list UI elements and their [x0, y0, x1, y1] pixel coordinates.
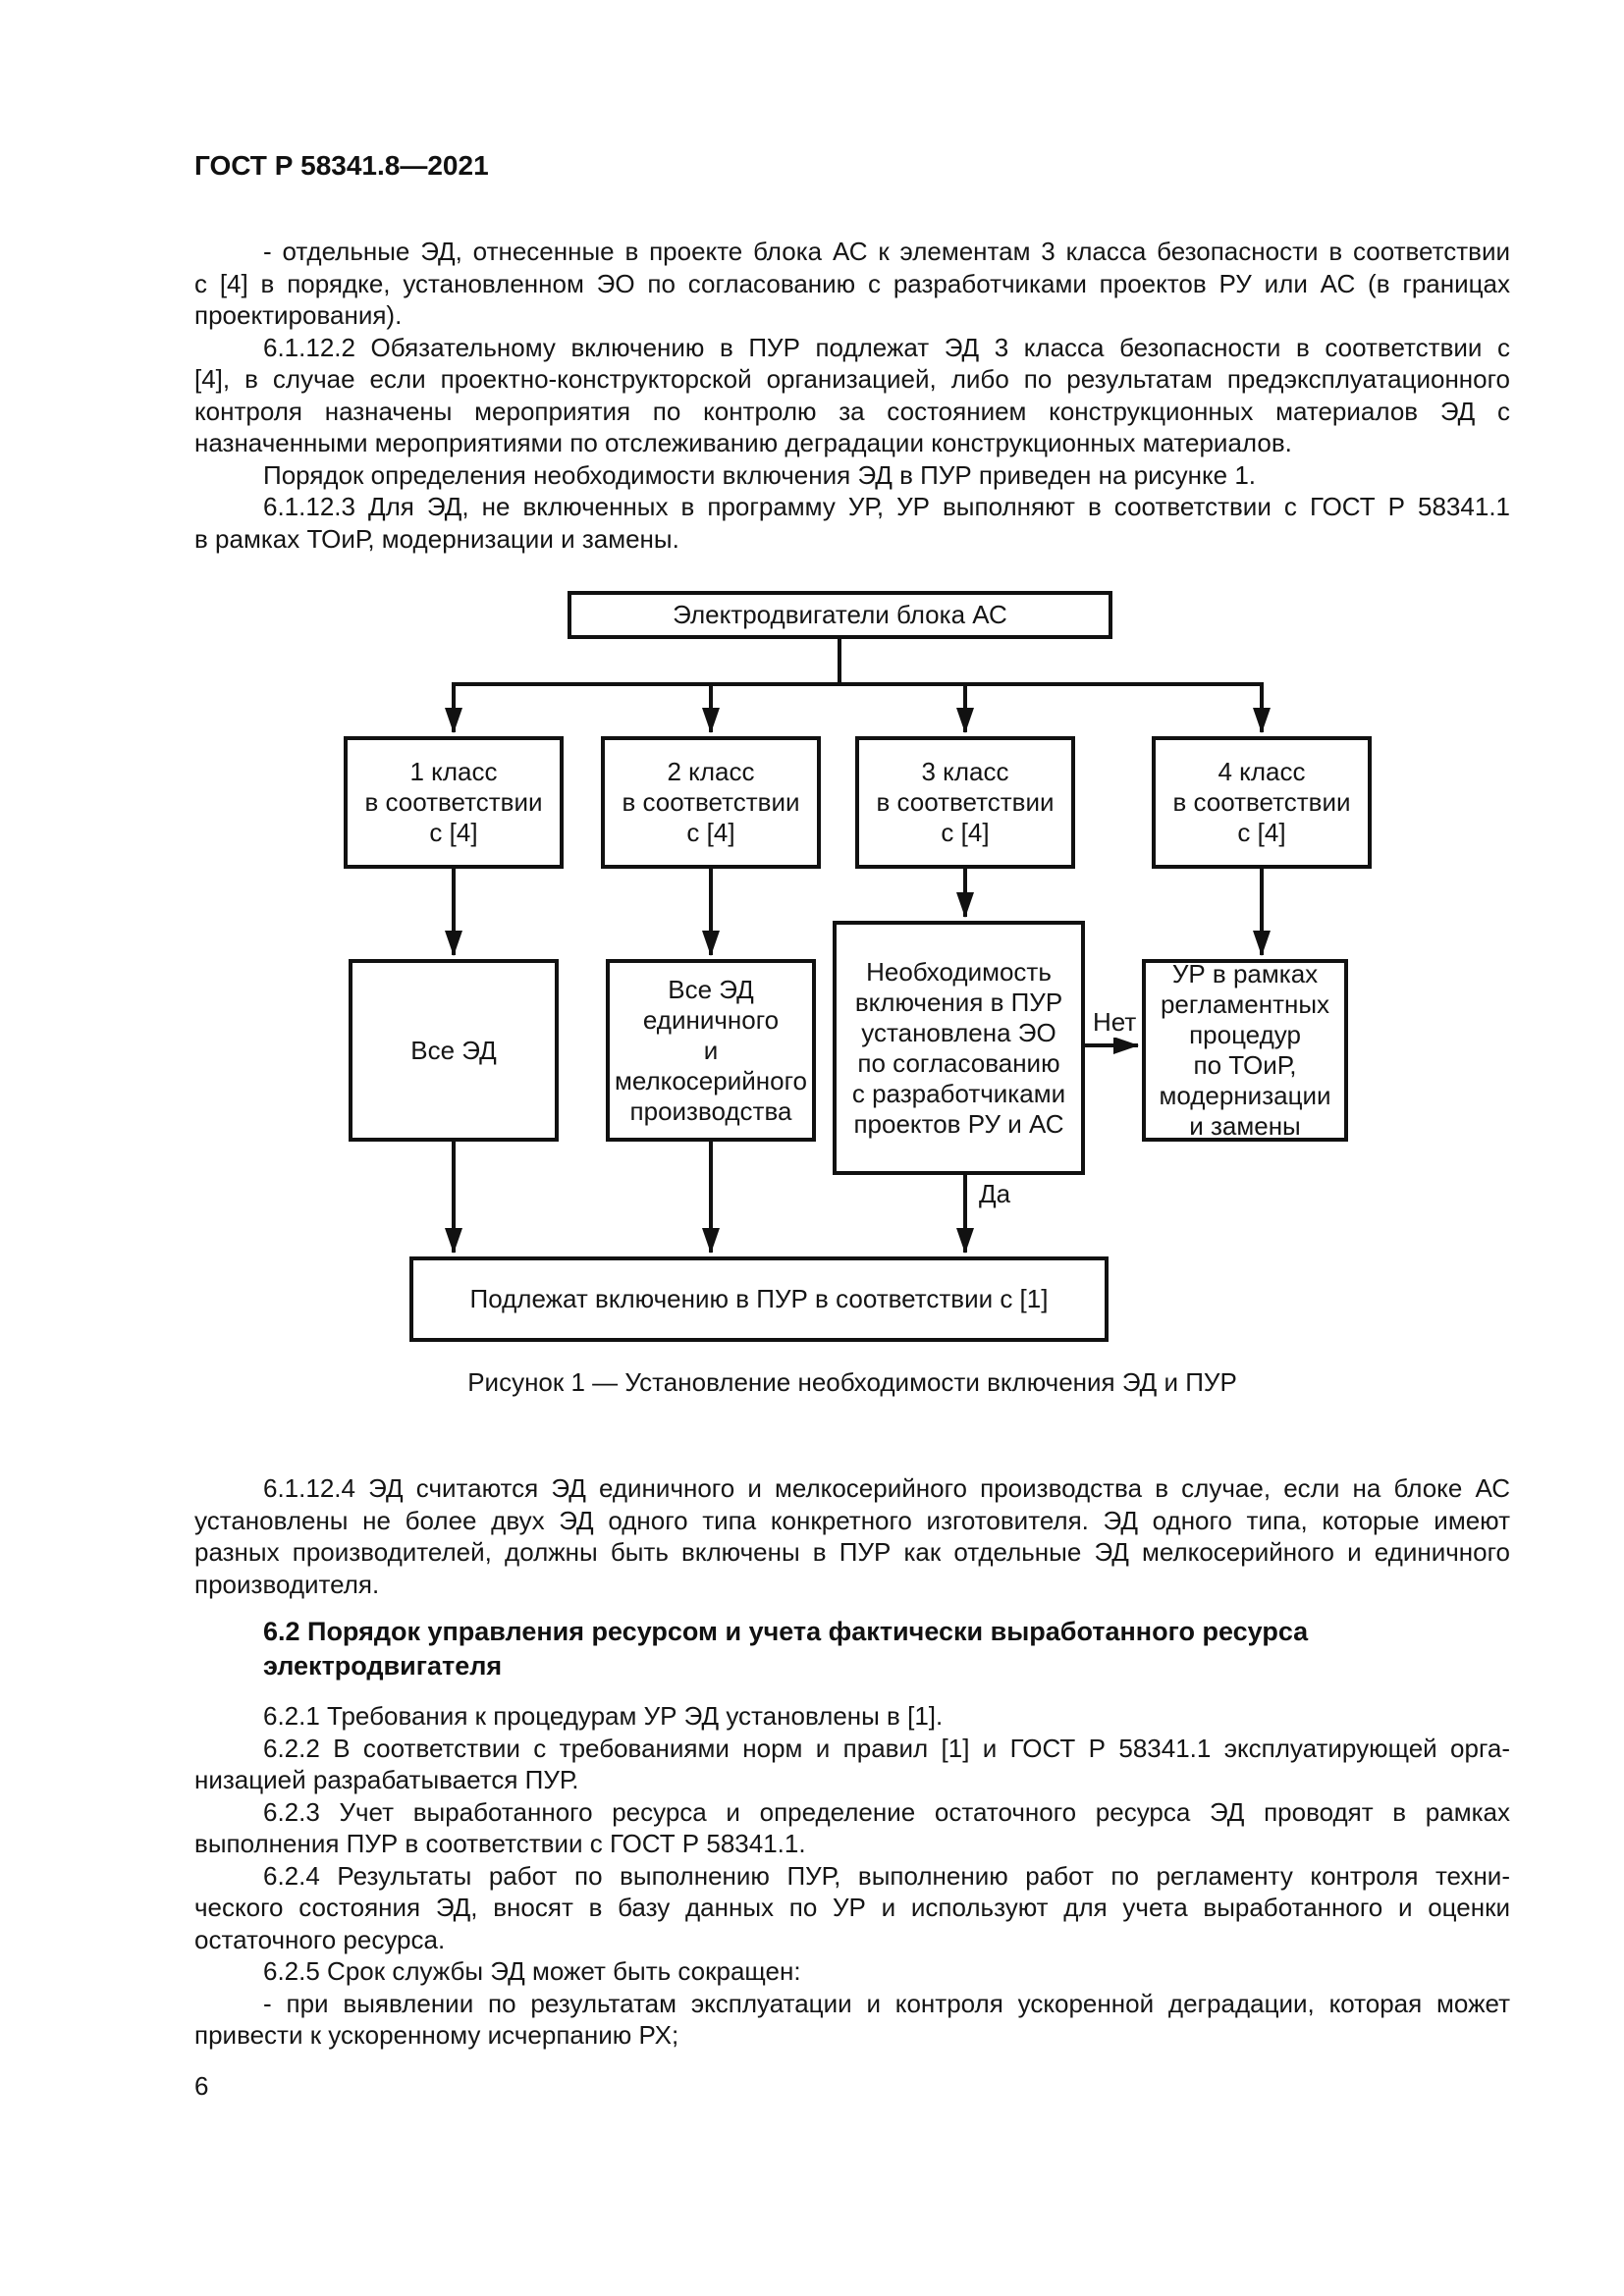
flowchart-label-no: Нет — [1093, 1007, 1137, 1038]
text-line: - отдельные ЭД, отнесенные в проекте бло… — [263, 237, 1510, 266]
text-line: 6.2.3 Учет выработанного ресурса и опред… — [263, 1796, 1510, 1827]
text-line: привести к ускоренному исчерпанию РХ; — [194, 2020, 679, 2050]
text-line: установлены не более двух ЭД одного типа… — [194, 1505, 1510, 1535]
section-heading: 6.2 Порядок управления ресурсом и учета … — [263, 1615, 1510, 1683]
section-heading-line: 6.2 Порядок управления ресурсом и учета … — [263, 1617, 1309, 1646]
text-line: разных производителей, должны быть включ… — [194, 1537, 1510, 1567]
text-line: контроля назначены мероприятия по контро… — [194, 396, 1510, 426]
flowchart-box-class-4: 4 класс в соответствии с [4] — [1152, 736, 1372, 869]
flowchart-box-motors: Электродвигатели блока АС — [568, 591, 1112, 639]
figure-caption: Рисунок 1 — Установление необходимости в… — [467, 1367, 1237, 1397]
flowchart-box-include-pur: Подлежат включению в ПУР в соответствии … — [409, 1256, 1109, 1342]
text-line: остаточного ресурса. — [194, 1924, 446, 1954]
section-heading-line: электродвигателя — [263, 1651, 503, 1681]
text-line: 6.1.12.3 Для ЭД, не включенных в програм… — [263, 492, 1510, 521]
text-line: 6.1.12.4 ЭД считаются ЭД единичного и ме… — [263, 1473, 1510, 1503]
standard-code: ГОСТ Р 58341.8—2021 — [194, 150, 489, 181]
flowchart-box-class-2: 2 класс в соответствии с [4] — [601, 736, 821, 869]
text-line: 6.1.12.2 Обязательному включению в ПУР п… — [263, 332, 1510, 362]
text-line: назначенными мероприятиями по отслеживан… — [194, 428, 1292, 457]
text-line: [4], в случае если проектно-конструкторс… — [194, 364, 1510, 394]
paragraph-block-1: - отдельные ЭД, отнесенные в проекте бло… — [194, 236, 1510, 555]
flowchart-box-ur-toir: УР в рамках регламентных процедур по ТОи… — [1142, 959, 1348, 1142]
flowchart-box-class-1: 1 класс в соответствии с [4] — [344, 736, 564, 869]
text-line: производителя. — [194, 1569, 380, 1599]
flowchart-box-all-motors: Все ЭД — [349, 959, 559, 1142]
flowchart-box-need-decision: Необходимость включения в ПУР установлен… — [833, 921, 1085, 1175]
text-line: Порядок определения необходимости включе… — [263, 459, 1257, 490]
text-line: проектирования). — [194, 300, 403, 330]
flowchart-label-yes: Да — [979, 1179, 1011, 1209]
flowchart-box-small-batch: Все ЭД единичного и мелкосерийного произ… — [606, 959, 816, 1142]
paragraph-block-2: 6.1.12.4 ЭД считаются ЭД единичного и ме… — [194, 1472, 1510, 1600]
flowchart-box-class-3: 3 класс в соответствии с [4] — [855, 736, 1075, 869]
page-number: 6 — [194, 2071, 209, 2101]
text-line: 6.2.1 Требования к процедурам УР ЭД уста… — [263, 1701, 944, 1731]
text-line: 6.2.4 Результаты работ по выполнению ПУР… — [263, 1860, 1510, 1891]
text-line: ческого состояния ЭД, вносят в базу данн… — [194, 1893, 1510, 1922]
paragraph-block-3: 6.2.1 Требования к процедурам УР ЭД уста… — [194, 1700, 1510, 2052]
text-line: с [4] в порядке, установленном ЭО по сог… — [194, 268, 1510, 298]
text-line: низацией разрабатывается ПУР. — [194, 1765, 579, 1794]
text-line: 6.2.5 Срок службы ЭД может быть сокращен… — [263, 1956, 801, 1986]
text-line: - при выявлении по результатам эксплуата… — [263, 1988, 1510, 2018]
text-line: 6.2.2 В соответствии с требованиями норм… — [263, 1733, 1510, 1763]
text-line: в рамках ТОиР, модернизации и замены. — [194, 523, 679, 554]
text-line: выполнения ПУР в соответствии с ГОСТ Р 5… — [194, 1829, 806, 1858]
